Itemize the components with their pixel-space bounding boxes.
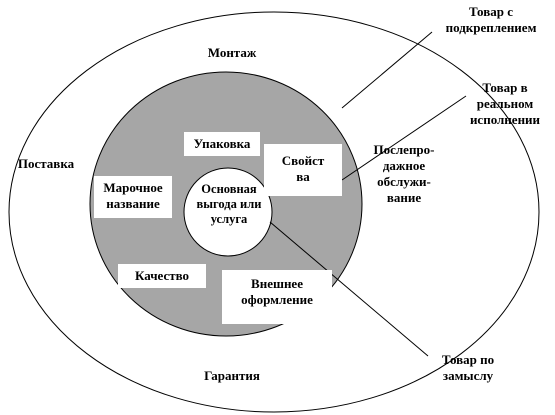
title-core-product: Товар по замыслу (441, 352, 495, 383)
leader-line-outer (341, 31, 433, 109)
core-label-main-benefit: Основная выгода или услуга (196, 182, 262, 226)
outer-label-warranty: Гарантия (204, 368, 260, 383)
leader-line-inner (269, 221, 429, 357)
box-external-design: Внешнее оформление (222, 270, 332, 324)
label-properties: Свойства (281, 153, 325, 184)
label-brand-name: Марочное название (103, 180, 163, 211)
outer-label-after-sales-service: Послепро-дажное обслужи-вание (373, 142, 435, 205)
leader-line-middle (341, 95, 467, 181)
label-quality: Качество (134, 268, 190, 283)
box-properties: Свойства (264, 144, 342, 196)
box-packaging: Упаковка (184, 132, 260, 156)
box-quality: Качество (118, 264, 206, 288)
box-brand-name: Марочное название (94, 176, 172, 218)
outer-label-installation: Монтаж (207, 45, 257, 60)
outer-label-delivery: Поставка (17, 156, 75, 171)
title-augmented-product: Товар с подкреплением (445, 4, 537, 35)
label-external-design: Внешнее оформление (241, 276, 313, 307)
label-packaging: Упаковка (193, 136, 251, 151)
title-actual-product: Товар в реальном исполнении (469, 80, 541, 127)
inner-ellipse (183, 167, 273, 257)
